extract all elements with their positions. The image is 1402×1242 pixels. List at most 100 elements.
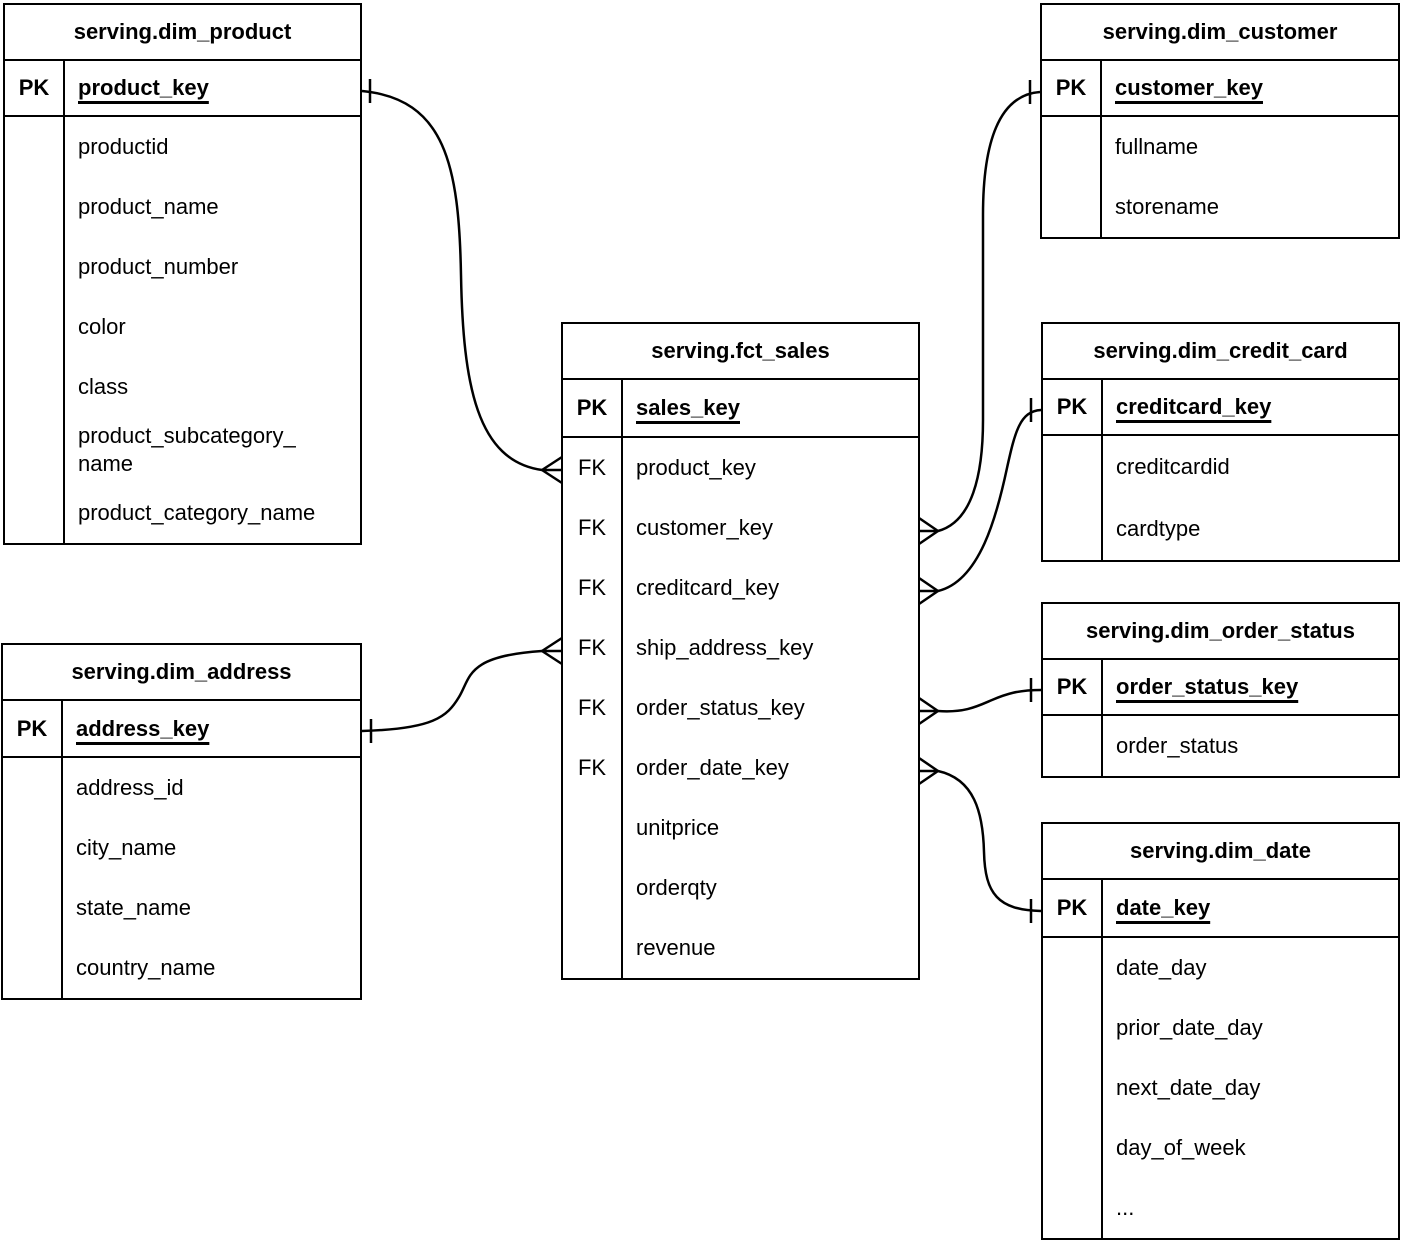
relationship-line xyxy=(937,90,1041,533)
key-badge xyxy=(1042,117,1102,177)
field-name: country_name xyxy=(76,955,216,980)
field-name: cardtype xyxy=(1116,516,1201,541)
relationship-dim-product-fct-sales xyxy=(361,79,563,485)
field-name: city_name xyxy=(76,835,177,860)
key-badge xyxy=(1043,716,1103,776)
field-name: product_key xyxy=(636,455,756,480)
key-badge xyxy=(3,938,63,998)
pk-field-name: customer_key xyxy=(1115,75,1263,100)
fk-badge: FK xyxy=(563,558,623,618)
field-name: creditcard_key xyxy=(636,575,780,600)
relationship-line xyxy=(937,408,1042,593)
key-badge xyxy=(1042,177,1102,237)
key-badge xyxy=(563,918,623,978)
field-name: day_of_week xyxy=(1116,1135,1246,1160)
field-name: productid xyxy=(78,134,169,159)
entity-title: serving.dim_credit_card xyxy=(1043,324,1398,380)
crow-foot-icon xyxy=(918,756,939,786)
entity-title: serving.dim_product xyxy=(5,5,360,61)
field-name: storename xyxy=(1115,194,1219,219)
field-name: date_day xyxy=(1116,955,1207,980)
key-badge xyxy=(5,237,65,297)
field-name: product_number xyxy=(78,254,239,279)
relationship-dim-credit-card-fct-sales xyxy=(918,398,1042,606)
entity-dim-product: serving.dim_product PK product_key produ… xyxy=(3,3,362,545)
key-badge xyxy=(1043,938,1103,998)
field-name: color xyxy=(78,314,126,339)
field-name: class xyxy=(78,374,129,399)
field-name: product_subcategory_ name xyxy=(78,423,296,476)
relationship-line xyxy=(361,649,543,733)
entity-dim-credit-card: serving.dim_credit_card PK creditcard_ke… xyxy=(1041,322,1400,562)
field-name: customer_key xyxy=(636,515,773,540)
entity-dim-address: serving.dim_address PK address_key addre… xyxy=(1,643,362,1000)
relationship-line xyxy=(937,769,1042,913)
pk-field-name: address_key xyxy=(76,715,210,741)
entity-dim-date: serving.dim_date PK date_key date_day pr… xyxy=(1041,822,1400,1240)
field-name: state_name xyxy=(76,895,191,920)
fk-badge: FK xyxy=(563,678,623,738)
pk-field-name: sales_key xyxy=(636,395,740,420)
field-name: order_date_key xyxy=(636,755,789,780)
pk-badge: PK xyxy=(1042,61,1102,115)
key-badge xyxy=(3,758,63,818)
fk-badge: FK xyxy=(563,438,623,498)
pk-badge: PK xyxy=(3,701,63,756)
entity-dim-order-status: serving.dim_order_status PK order_status… xyxy=(1041,602,1400,778)
field-name: revenue xyxy=(636,935,716,960)
pk-badge: PK xyxy=(1043,880,1103,936)
relationship-line xyxy=(361,89,543,472)
key-badge xyxy=(5,417,65,483)
field-name: fullname xyxy=(1115,134,1199,159)
entity-title: serving.dim_customer xyxy=(1042,5,1398,61)
entity-title: serving.dim_order_status xyxy=(1043,604,1398,660)
key-badge xyxy=(5,117,65,177)
pk-badge: PK xyxy=(1043,660,1103,714)
entity-title: serving.fct_sales xyxy=(563,324,918,380)
crow-foot-icon xyxy=(541,636,563,666)
pk-badge: PK xyxy=(5,61,65,115)
entity-dim-customer: serving.dim_customer PK customer_key ful… xyxy=(1040,3,1400,239)
field-name: unitprice xyxy=(636,815,720,840)
key-badge xyxy=(1043,436,1103,498)
pk-field-name: order_status_key xyxy=(1116,674,1299,699)
key-badge xyxy=(3,878,63,938)
key-badge xyxy=(1043,1178,1103,1238)
relationship-line xyxy=(937,688,1042,713)
field-name: order_status xyxy=(1116,733,1239,758)
field-name: address_id xyxy=(76,775,184,800)
entity-title: serving.dim_date xyxy=(1043,824,1398,880)
crow-foot-icon xyxy=(541,455,563,485)
crow-foot-icon xyxy=(918,696,939,726)
fk-badge: FK xyxy=(563,618,623,678)
pk-badge: PK xyxy=(563,380,623,436)
field-name: product_category_name xyxy=(78,500,316,525)
key-badge xyxy=(1043,1118,1103,1178)
crow-foot-icon xyxy=(918,576,939,606)
key-badge xyxy=(5,483,65,543)
field-name: creditcardid xyxy=(1116,454,1230,479)
crow-foot-icon xyxy=(918,516,939,546)
pk-field-name: date_key xyxy=(1116,895,1211,920)
key-badge xyxy=(1043,498,1103,560)
relationship-dim-date-fct-sales xyxy=(918,756,1042,923)
field-name: ship_address_key xyxy=(636,635,814,660)
key-badge xyxy=(1043,998,1103,1058)
relationship-dim-customer-fct-sales xyxy=(918,80,1041,546)
entity-fct-sales: serving.fct_sales PK sales_key FK product… xyxy=(561,322,920,980)
field-name: product_name xyxy=(78,194,219,219)
field-name: ... xyxy=(1116,1195,1135,1220)
key-badge xyxy=(5,357,65,417)
fk-badge: FK xyxy=(563,738,623,798)
field-name: orderqty xyxy=(636,875,717,900)
relationship-dim-order-status-fct-sales xyxy=(918,678,1042,726)
key-badge xyxy=(563,858,623,918)
key-badge xyxy=(563,798,623,858)
key-badge xyxy=(1043,1058,1103,1118)
entity-title: serving.dim_address xyxy=(3,645,360,701)
key-badge xyxy=(5,177,65,237)
pk-badge: PK xyxy=(1043,380,1103,434)
fk-badge: FK xyxy=(563,498,623,558)
